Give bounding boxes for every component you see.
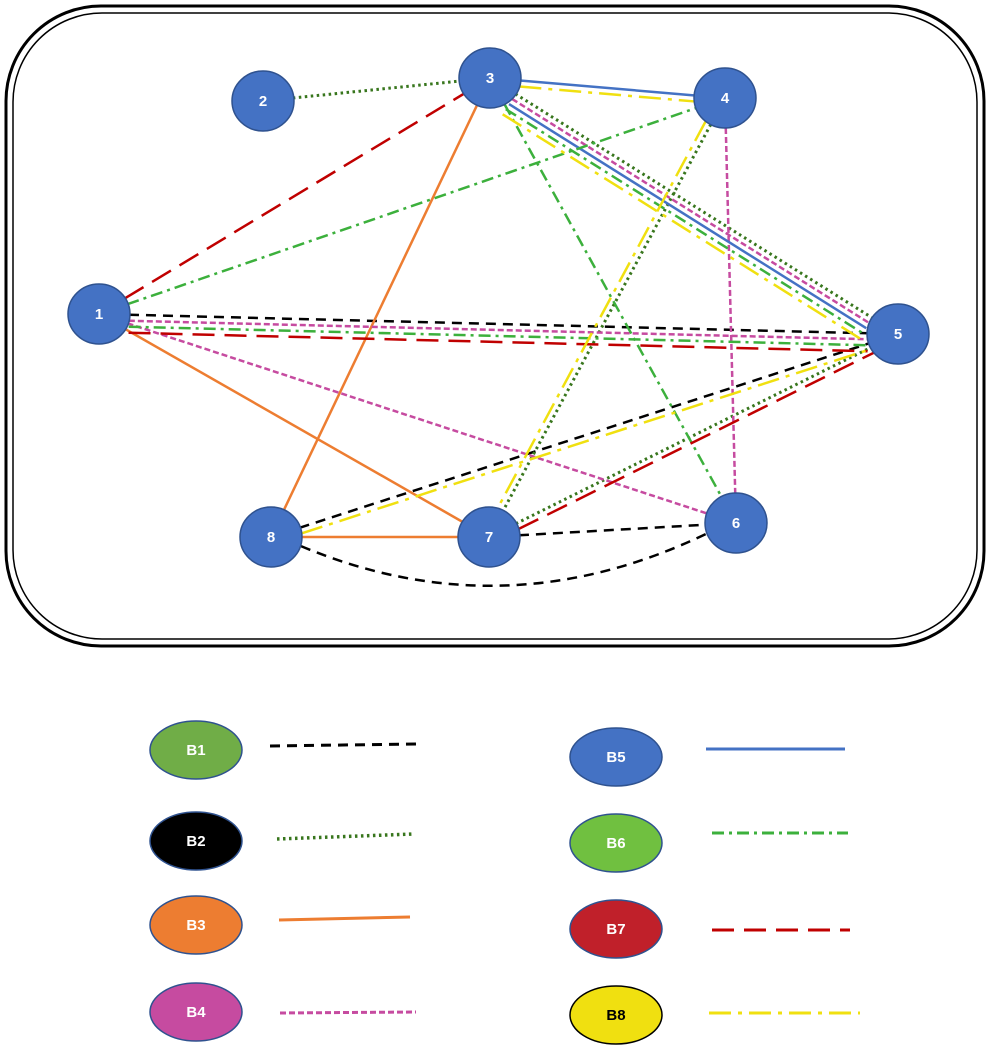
- node-2: 2: [231, 70, 295, 132]
- legend-label: B1: [186, 742, 205, 759]
- edge-b3-3-8: [282, 104, 479, 511]
- edge-b1-7-6: [518, 523, 707, 537]
- legend-swatch: [569, 899, 663, 959]
- edge-b6-1-5: [128, 325, 868, 347]
- edge-b4-3-5: [511, 97, 871, 325]
- legend-label: B3: [186, 917, 205, 934]
- legend-item-b8: B8: [569, 985, 860, 1045]
- node-label: 5: [894, 326, 902, 343]
- edge-b2-3-5: [514, 92, 874, 320]
- legend-label: B7: [606, 921, 625, 938]
- edge-b4-1-5: [128, 319, 868, 341]
- edge-b8-4-7: [496, 120, 707, 509]
- node-label: 2: [259, 93, 267, 110]
- edge-b8-3-4: [519, 85, 695, 103]
- node-label: 7: [485, 529, 493, 546]
- node-1: 1: [67, 283, 131, 345]
- node-5: 5: [866, 303, 930, 365]
- node-circle: [457, 506, 521, 568]
- edge-layer: [124, 79, 875, 587]
- edge-b4-4-6: [724, 127, 737, 494]
- node-circle: [239, 506, 303, 568]
- legend-item-b7: B7: [569, 899, 850, 959]
- node-circle: [704, 492, 768, 554]
- diagram-frame-outer: [4, 4, 986, 648]
- node-circle: [693, 67, 757, 129]
- legend-item-b3: B3: [149, 895, 411, 955]
- legend-line-sample: [276, 832, 415, 841]
- node-label: 3: [486, 70, 494, 87]
- edge-b3-1-7: [124, 327, 464, 524]
- edge-b8-3-5: [501, 113, 861, 340]
- edge-b7-1-3: [124, 92, 465, 300]
- legend-label: B6: [606, 835, 625, 852]
- node-7: 7: [457, 506, 521, 568]
- edge-b5-3-4: [519, 79, 696, 97]
- legend-label: B8: [606, 1007, 625, 1024]
- node-label: 6: [732, 515, 740, 532]
- legend-swatch: [569, 985, 663, 1045]
- legend-line-sample: [269, 742, 417, 748]
- node-circle: [866, 303, 930, 365]
- edge-b6-1-4: [126, 106, 698, 306]
- legend-line-sample: [279, 1010, 417, 1015]
- edge-b4-1-6: [127, 322, 708, 515]
- node-circle: [458, 47, 522, 109]
- edge-b7-1-5: [128, 331, 868, 353]
- legend-swatch: [149, 720, 243, 780]
- edge-b1-8-5: [299, 342, 870, 529]
- diagram-frame-inner: [12, 12, 978, 640]
- node-layer: 1 2 3 4 5 6 7 8: [67, 47, 930, 568]
- node-6: 6: [704, 492, 768, 554]
- node-label: 8: [267, 529, 275, 546]
- edge-b5-3-5: [508, 103, 867, 330]
- node-circle: [231, 70, 295, 132]
- legend-item-b4: B4: [149, 982, 417, 1042]
- node-circle: [67, 283, 131, 345]
- legend-swatch: [149, 982, 243, 1042]
- edge-b1-8-6: [300, 532, 707, 587]
- edge-b8-8-5: [301, 347, 872, 535]
- edge-b2-4-7: [501, 123, 713, 512]
- node-4: 4: [693, 67, 757, 129]
- legend-item-b6: B6: [569, 813, 848, 873]
- legend-item-b5: B5: [569, 727, 845, 787]
- node-8: 8: [239, 506, 303, 568]
- node-label: 4: [721, 90, 730, 107]
- edge-b6-3-5: [505, 108, 864, 335]
- legend-swatch: [569, 813, 663, 873]
- edge-b7-7-5: [517, 351, 875, 531]
- legend-swatch: [149, 811, 243, 871]
- edge-b1-1-5: [128, 313, 869, 335]
- legend-label: B5: [606, 749, 625, 766]
- legend-swatch: [569, 727, 663, 787]
- edge-b2-2-3: [292, 79, 461, 100]
- legend-label: B2: [186, 833, 205, 850]
- legend-swatch: [149, 895, 243, 955]
- legend-label: B4: [186, 1004, 206, 1021]
- edge-b2-7-5: [515, 345, 872, 526]
- legend-item-b1: B1: [149, 720, 417, 780]
- node-label: 1: [95, 306, 103, 323]
- legend-item-b2: B2: [149, 811, 415, 871]
- node-3: 3: [458, 47, 522, 109]
- legend-line-sample: [278, 915, 411, 922]
